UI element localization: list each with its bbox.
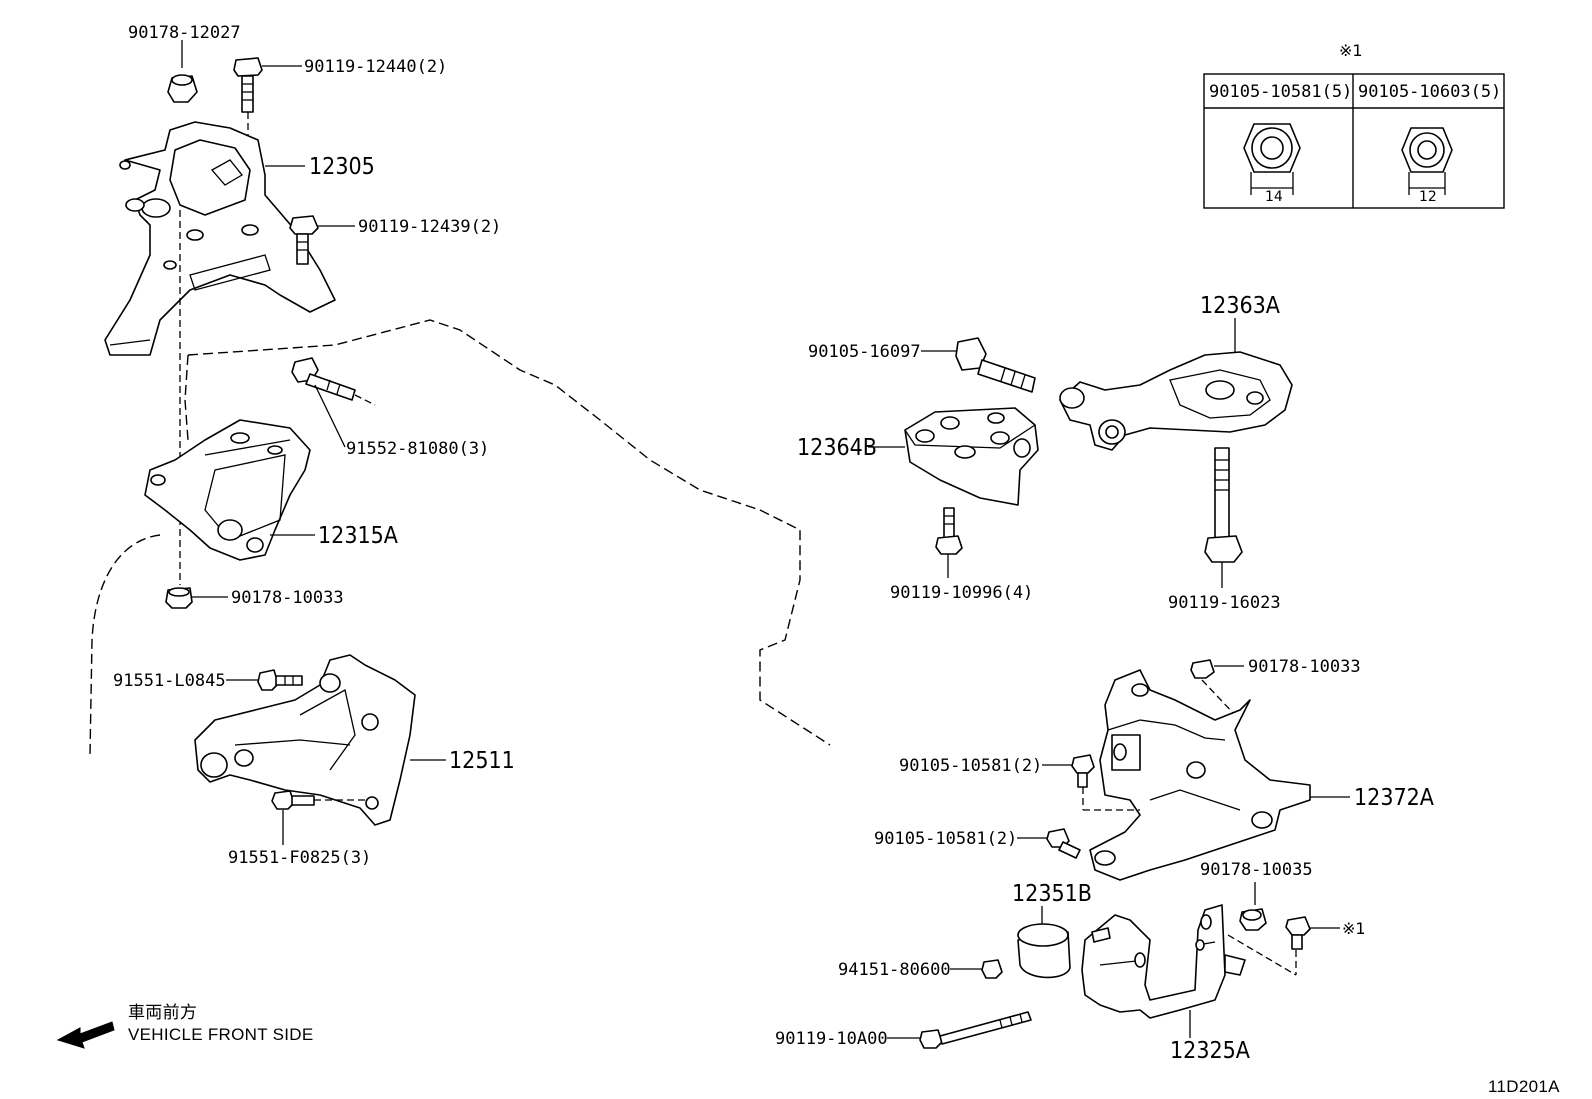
callout-90178-10033-left: 90178-10033 (231, 588, 344, 608)
vehicle-front-label-jp: 車両前方 (128, 1003, 197, 1022)
nut-90178-10035-part (1239, 908, 1267, 931)
spacer-12364b-part (904, 407, 1039, 506)
nut-94151-80600-part (981, 959, 1003, 979)
reference-table-col1-part: 90105-10581(5) (1209, 82, 1352, 102)
callout-12372a: 12372A (1354, 785, 1434, 811)
stopper-12351b-part (1017, 923, 1071, 979)
callout-90119-12439: 90119-12439(2) (358, 217, 501, 237)
figure-id: 11D201A (1488, 1077, 1560, 1096)
bolt-90119-12439-part (289, 215, 319, 265)
callout-note-1-bolt: ※1 (1342, 919, 1366, 938)
callout-12363a: 12363A (1200, 293, 1280, 319)
callout-12325a: 12325A (1170, 1038, 1250, 1064)
callout-90178-10035: 90178-10035 (1200, 860, 1313, 880)
callout-90178-10033-right: 90178-10033 (1248, 657, 1361, 677)
reference-table: ※1 90105-10581(5) 90105-10603(5) 14 12 (1203, 41, 1505, 209)
callout-90119-12440: 90119-12440(2) (304, 57, 447, 77)
callout-94151-80600: 94151-80600 (838, 960, 951, 980)
nut-90178-10033-left-part (165, 587, 193, 609)
callout-91551-l0845: 91551-L0845 (113, 671, 226, 691)
callout-90178-12027: 90178-12027 (128, 23, 241, 43)
nut-size-12-icon (1401, 127, 1453, 195)
bolt-90119-12440-part (233, 57, 263, 113)
bolt-90105-10581-lower-part (1046, 828, 1081, 859)
bolt-90105-16097-part (955, 337, 1036, 393)
rear-mount-12363a-part (1059, 351, 1293, 451)
callout-90105-10581-upper: 90105-10581(2) (899, 756, 1042, 776)
callout-12351b: 12351B (1012, 881, 1092, 907)
reference-table-col2-part: 90105-10603(5) (1358, 82, 1501, 102)
nut-90178-10033-right-part (1190, 659, 1215, 679)
callout-90105-10581-lower: 90105-10581(2) (874, 829, 1017, 849)
callout-91551-f0825: 91551-F0825(3) (228, 848, 371, 868)
callout-91552-81080: 91552-81080(3) (346, 439, 489, 459)
bolt-90105-10581-upper-part (1071, 754, 1095, 788)
bracket-12325a-part (1081, 904, 1246, 1019)
callout-12305: 12305 (309, 154, 375, 180)
reference-table-note-mark: ※1 (1339, 41, 1363, 60)
bolt-91551-l0845-part (257, 669, 303, 691)
vehicle-front-label-en: VEHICLE FRONT SIDE (128, 1025, 314, 1044)
callout-12364b: 12364B (797, 435, 877, 461)
mount-bracket-12372a-part (1089, 669, 1311, 881)
bracket-12315a-part (144, 419, 311, 561)
callout-90105-16097: 90105-16097 (808, 342, 921, 362)
bolt-90119-10a00-part (919, 1011, 1032, 1049)
bolt-90119-10996-part (935, 507, 963, 555)
vehicle-front-arrow-icon (56, 1021, 115, 1049)
bolt-note-1-part (1285, 916, 1311, 950)
callout-12315a: 12315A (318, 523, 398, 549)
callout-90119-10996: 90119-10996(4) (890, 583, 1033, 603)
bracket-12511-part (194, 654, 416, 826)
nut-size-14-icon (1243, 123, 1301, 195)
callout-12511: 12511 (449, 748, 515, 774)
engine-outline-left (89, 354, 189, 756)
mount-bracket-12305-part (104, 121, 336, 356)
nut-size-14: 14 (1265, 189, 1283, 205)
nut-size-12: 12 (1419, 189, 1437, 205)
nut-90178-12027-part (167, 74, 198, 103)
engine-outline (187, 319, 831, 746)
bolt-90119-16023-part (1204, 447, 1243, 563)
callout-90119-16023: 90119-16023 (1168, 593, 1281, 613)
callout-90119-10a00: 90119-10A00 (775, 1029, 888, 1049)
bolt-91552-81080-part (291, 357, 356, 401)
